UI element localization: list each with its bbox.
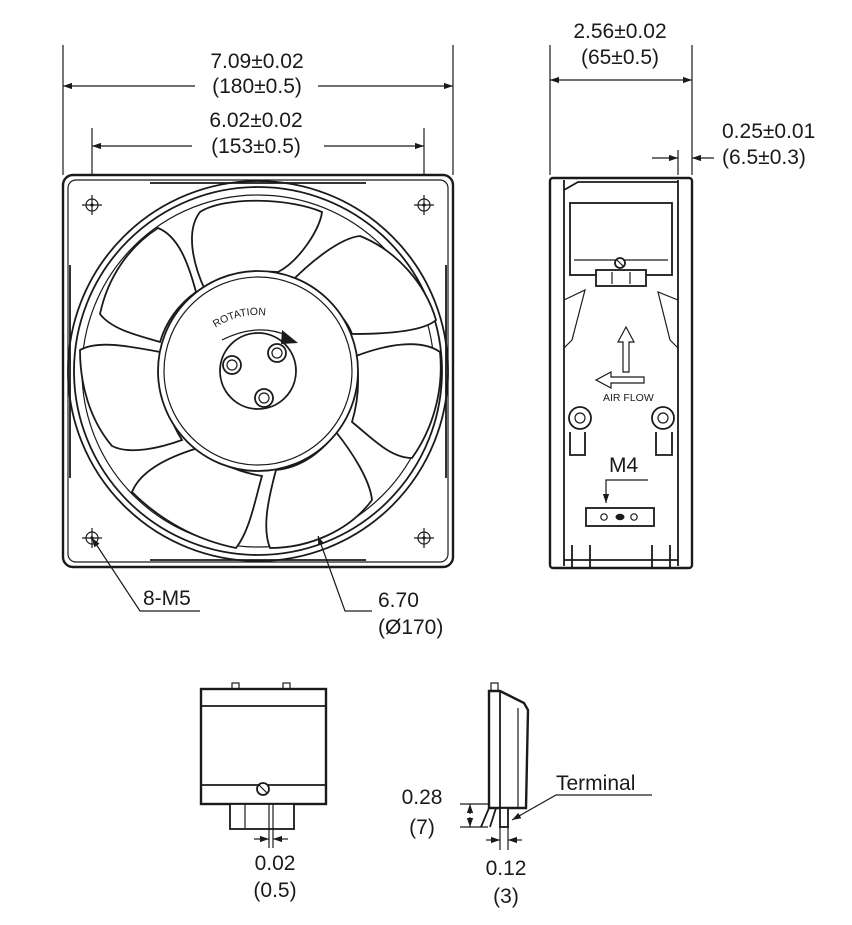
terminal-height-mm: (7)	[409, 816, 435, 839]
hole-pitch-dimension: 6.02±0.02 (153±0.5)	[92, 109, 424, 158]
side-terminal-box	[569, 202, 673, 287]
terminal-height-dimension: 0.28 (7)	[402, 786, 488, 839]
flange-dimension: 0.25±0.01 (6.5±0.3)	[652, 120, 815, 169]
terminal-front-view: 0.02 (0.5)	[199, 682, 328, 902]
pin-width-inch: 0.02	[255, 852, 296, 875]
ground-screw: M4	[585, 454, 655, 527]
mounting-hole-top-left	[82, 195, 102, 215]
airflow-arrows: AIR FLOW	[594, 325, 654, 404]
fan-diameter-callout: 6.70 (Ø170)	[317, 535, 443, 639]
terminal-label: Terminal	[556, 772, 635, 795]
ground-screw-label: M4	[609, 454, 638, 477]
pin-width-dimension: 0.02 (0.5)	[253, 835, 297, 902]
fan-diameter-mm: (Ø170)	[378, 616, 443, 639]
pin-length-inch: 0.12	[486, 857, 527, 880]
pin-length-mm: (3)	[493, 885, 519, 908]
terminal-side-view: Terminal 0.28 (7) 0.12 (3)	[402, 682, 652, 908]
flange-mm: (6.5±0.3)	[722, 146, 806, 169]
fan-blades	[79, 199, 442, 549]
overall-width-dimension: 7.09±0.02 (180±0.5)	[63, 50, 453, 98]
fan-hub	[157, 270, 359, 472]
mounting-holes-callout: 8-M5	[91, 537, 200, 612]
fan-diameter-inch: 6.70	[378, 589, 419, 612]
overall-width-mm: (180±0.5)	[212, 75, 302, 98]
terminal-height-inch: 0.28	[402, 786, 443, 809]
front-view: 7.09±0.02 (180±0.5) 6.02±0.02 (153±0.5)	[61, 45, 455, 639]
overall-width-inch: 7.09±0.02	[210, 50, 303, 73]
mounting-holes-label: 8-M5	[143, 587, 191, 610]
mounting-hole-bottom-right	[414, 528, 434, 548]
pin-width-mm: (0.5)	[253, 879, 296, 902]
depth-inch: 2.56±0.02	[573, 20, 666, 43]
hole-pitch-mm: (153±0.5)	[211, 135, 301, 158]
flange-inch: 0.25±0.01	[722, 120, 815, 143]
mounting-hole-top-right	[414, 195, 434, 215]
depth-dimension: 2.56±0.02 (65±0.5)	[550, 20, 692, 84]
side-view: 2.56±0.02 (65±0.5) 0.25±0.01 (6.5±0.3)	[548, 20, 815, 570]
pin-length-dimension: 0.12 (3)	[486, 836, 527, 908]
hole-pitch-inch: 6.02±0.02	[209, 109, 302, 132]
depth-mm: (65±0.5)	[581, 46, 659, 69]
airflow-label: AIR FLOW	[603, 392, 654, 404]
terminal-callout: Terminal	[511, 772, 652, 821]
